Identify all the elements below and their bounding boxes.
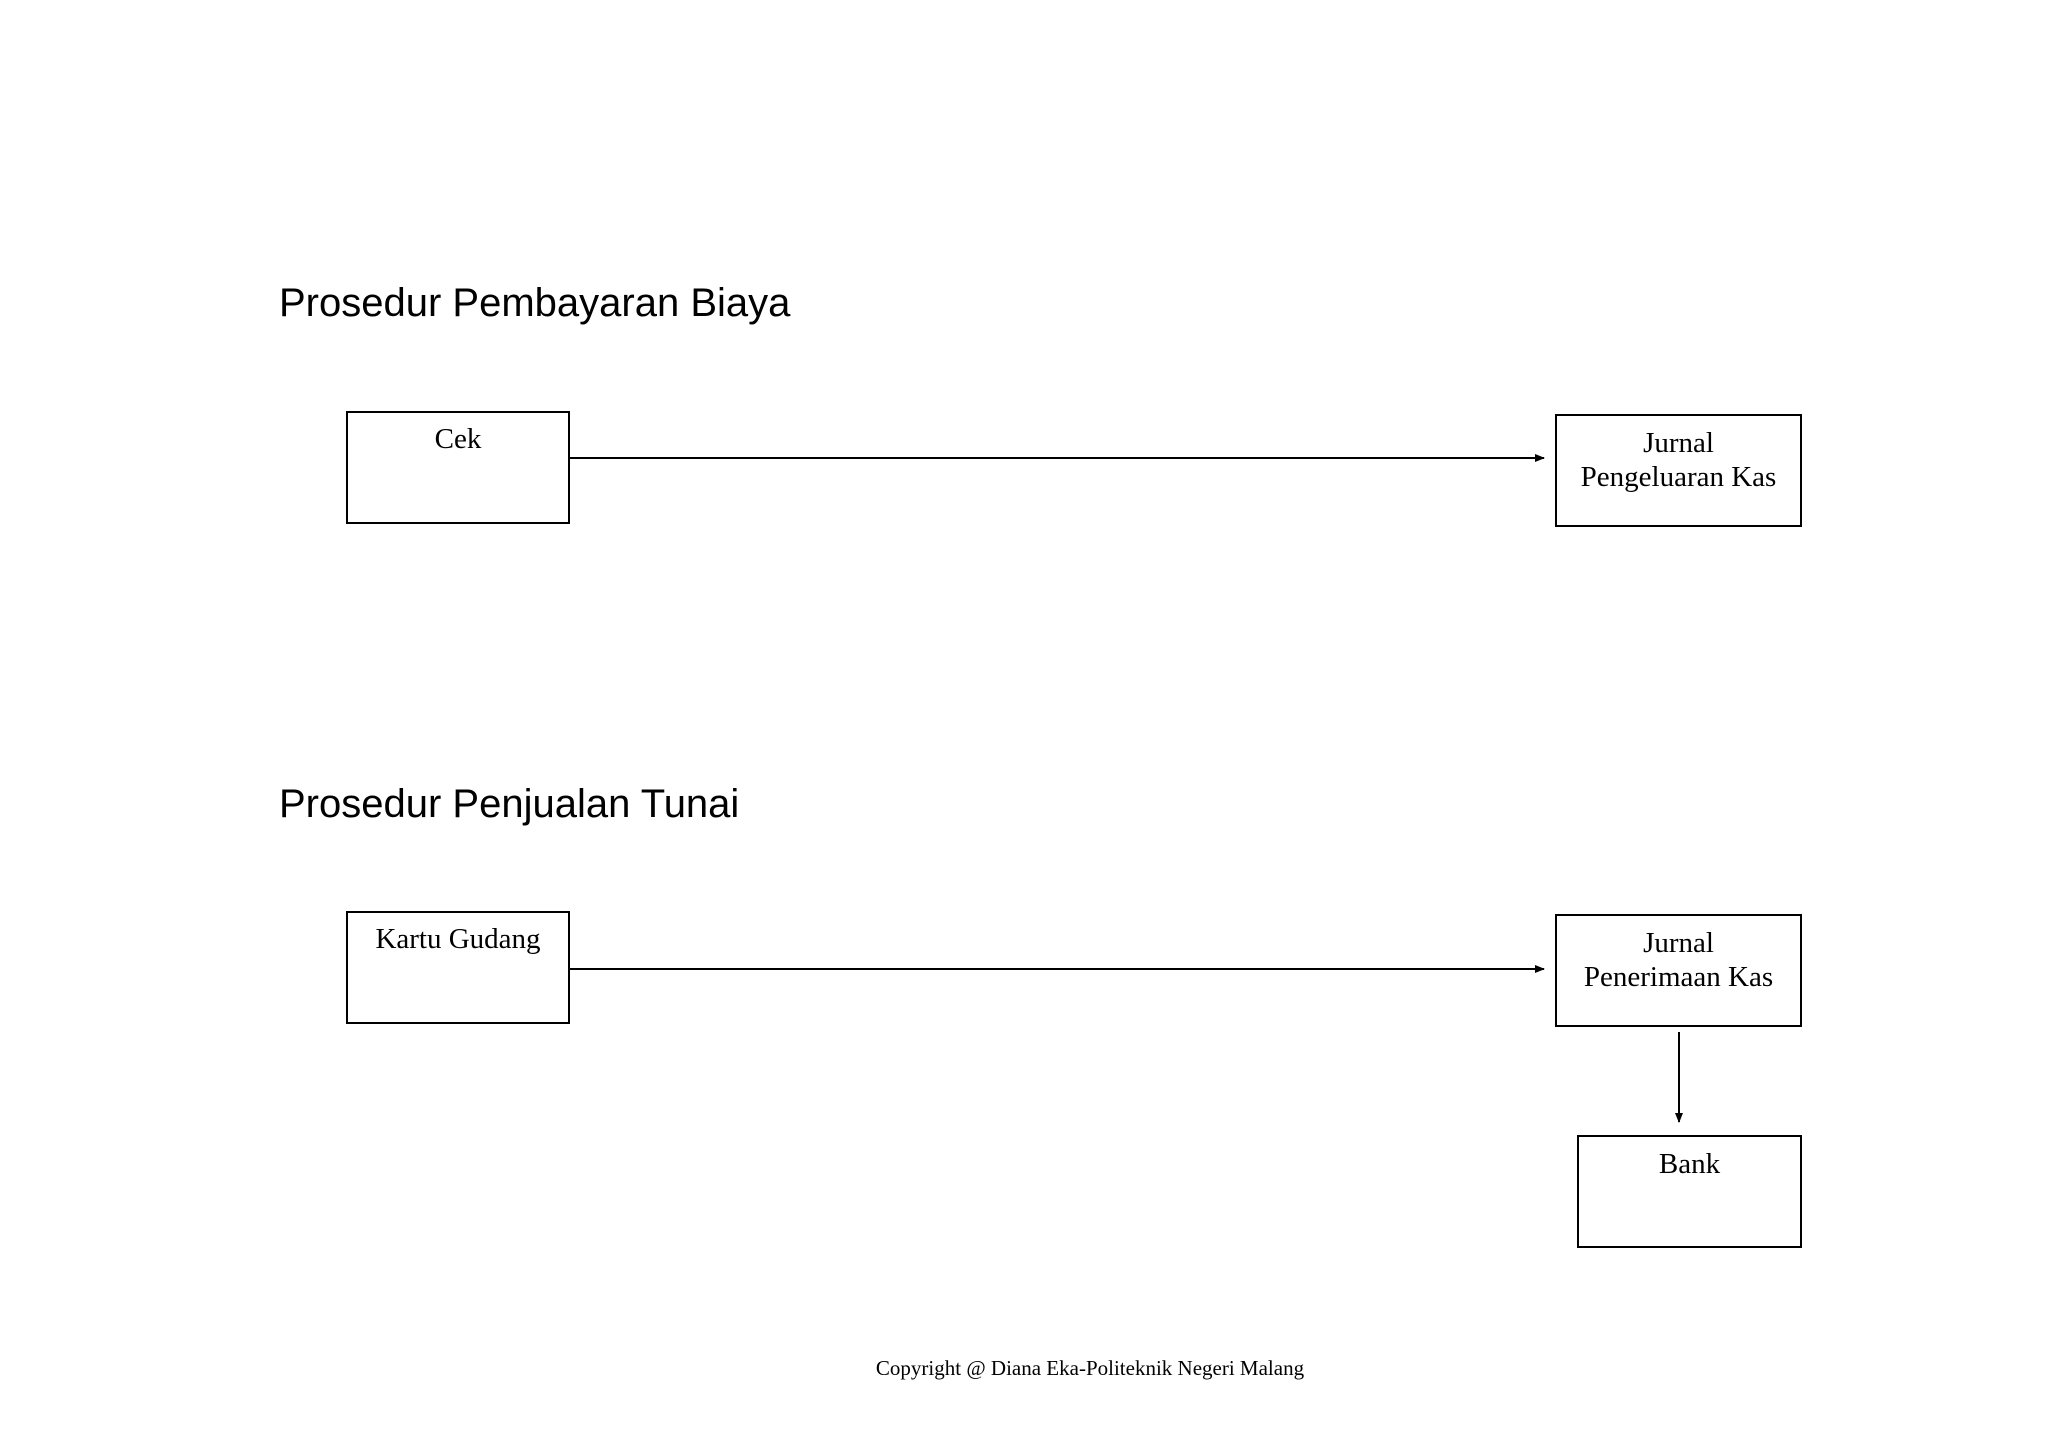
bank-box-label: Bank	[1658, 1148, 1721, 1180]
kartu-gudang-box: Kartu Gudang	[346, 911, 570, 1024]
kartu-gudang-box-label: Kartu Gudang	[375, 923, 541, 955]
jurnal-penerimaan-kas-box: Jurnal Penerimaan Kas	[1555, 914, 1802, 1027]
cek-box-label: Cek	[434, 423, 482, 455]
jurnal-pengeluaran-kas-line2: Pengeluaran Kas	[1580, 461, 1777, 493]
jurnal-penerimaan-kas-line2: Penerimaan Kas	[1583, 961, 1774, 993]
jurnal-penerimaan-kas-line1: Jurnal	[1643, 927, 1714, 959]
jurnal-pengeluaran-kas-line1: Jurnal	[1643, 427, 1714, 459]
section-title-penjualan-tunai: Prosedur Penjualan Tunai	[279, 782, 740, 826]
jurnal-pengeluaran-kas-box: Jurnal Pengeluaran Kas	[1555, 414, 1802, 527]
cek-box: Cek	[346, 411, 570, 524]
bank-box: Bank	[1577, 1135, 1802, 1248]
section-title-pembayaran-biaya: Prosedur Pembayaran Biaya	[279, 281, 791, 325]
copyright-footer: Copyright @ Diana Eka-Politeknik Negeri …	[875, 1356, 1305, 1380]
